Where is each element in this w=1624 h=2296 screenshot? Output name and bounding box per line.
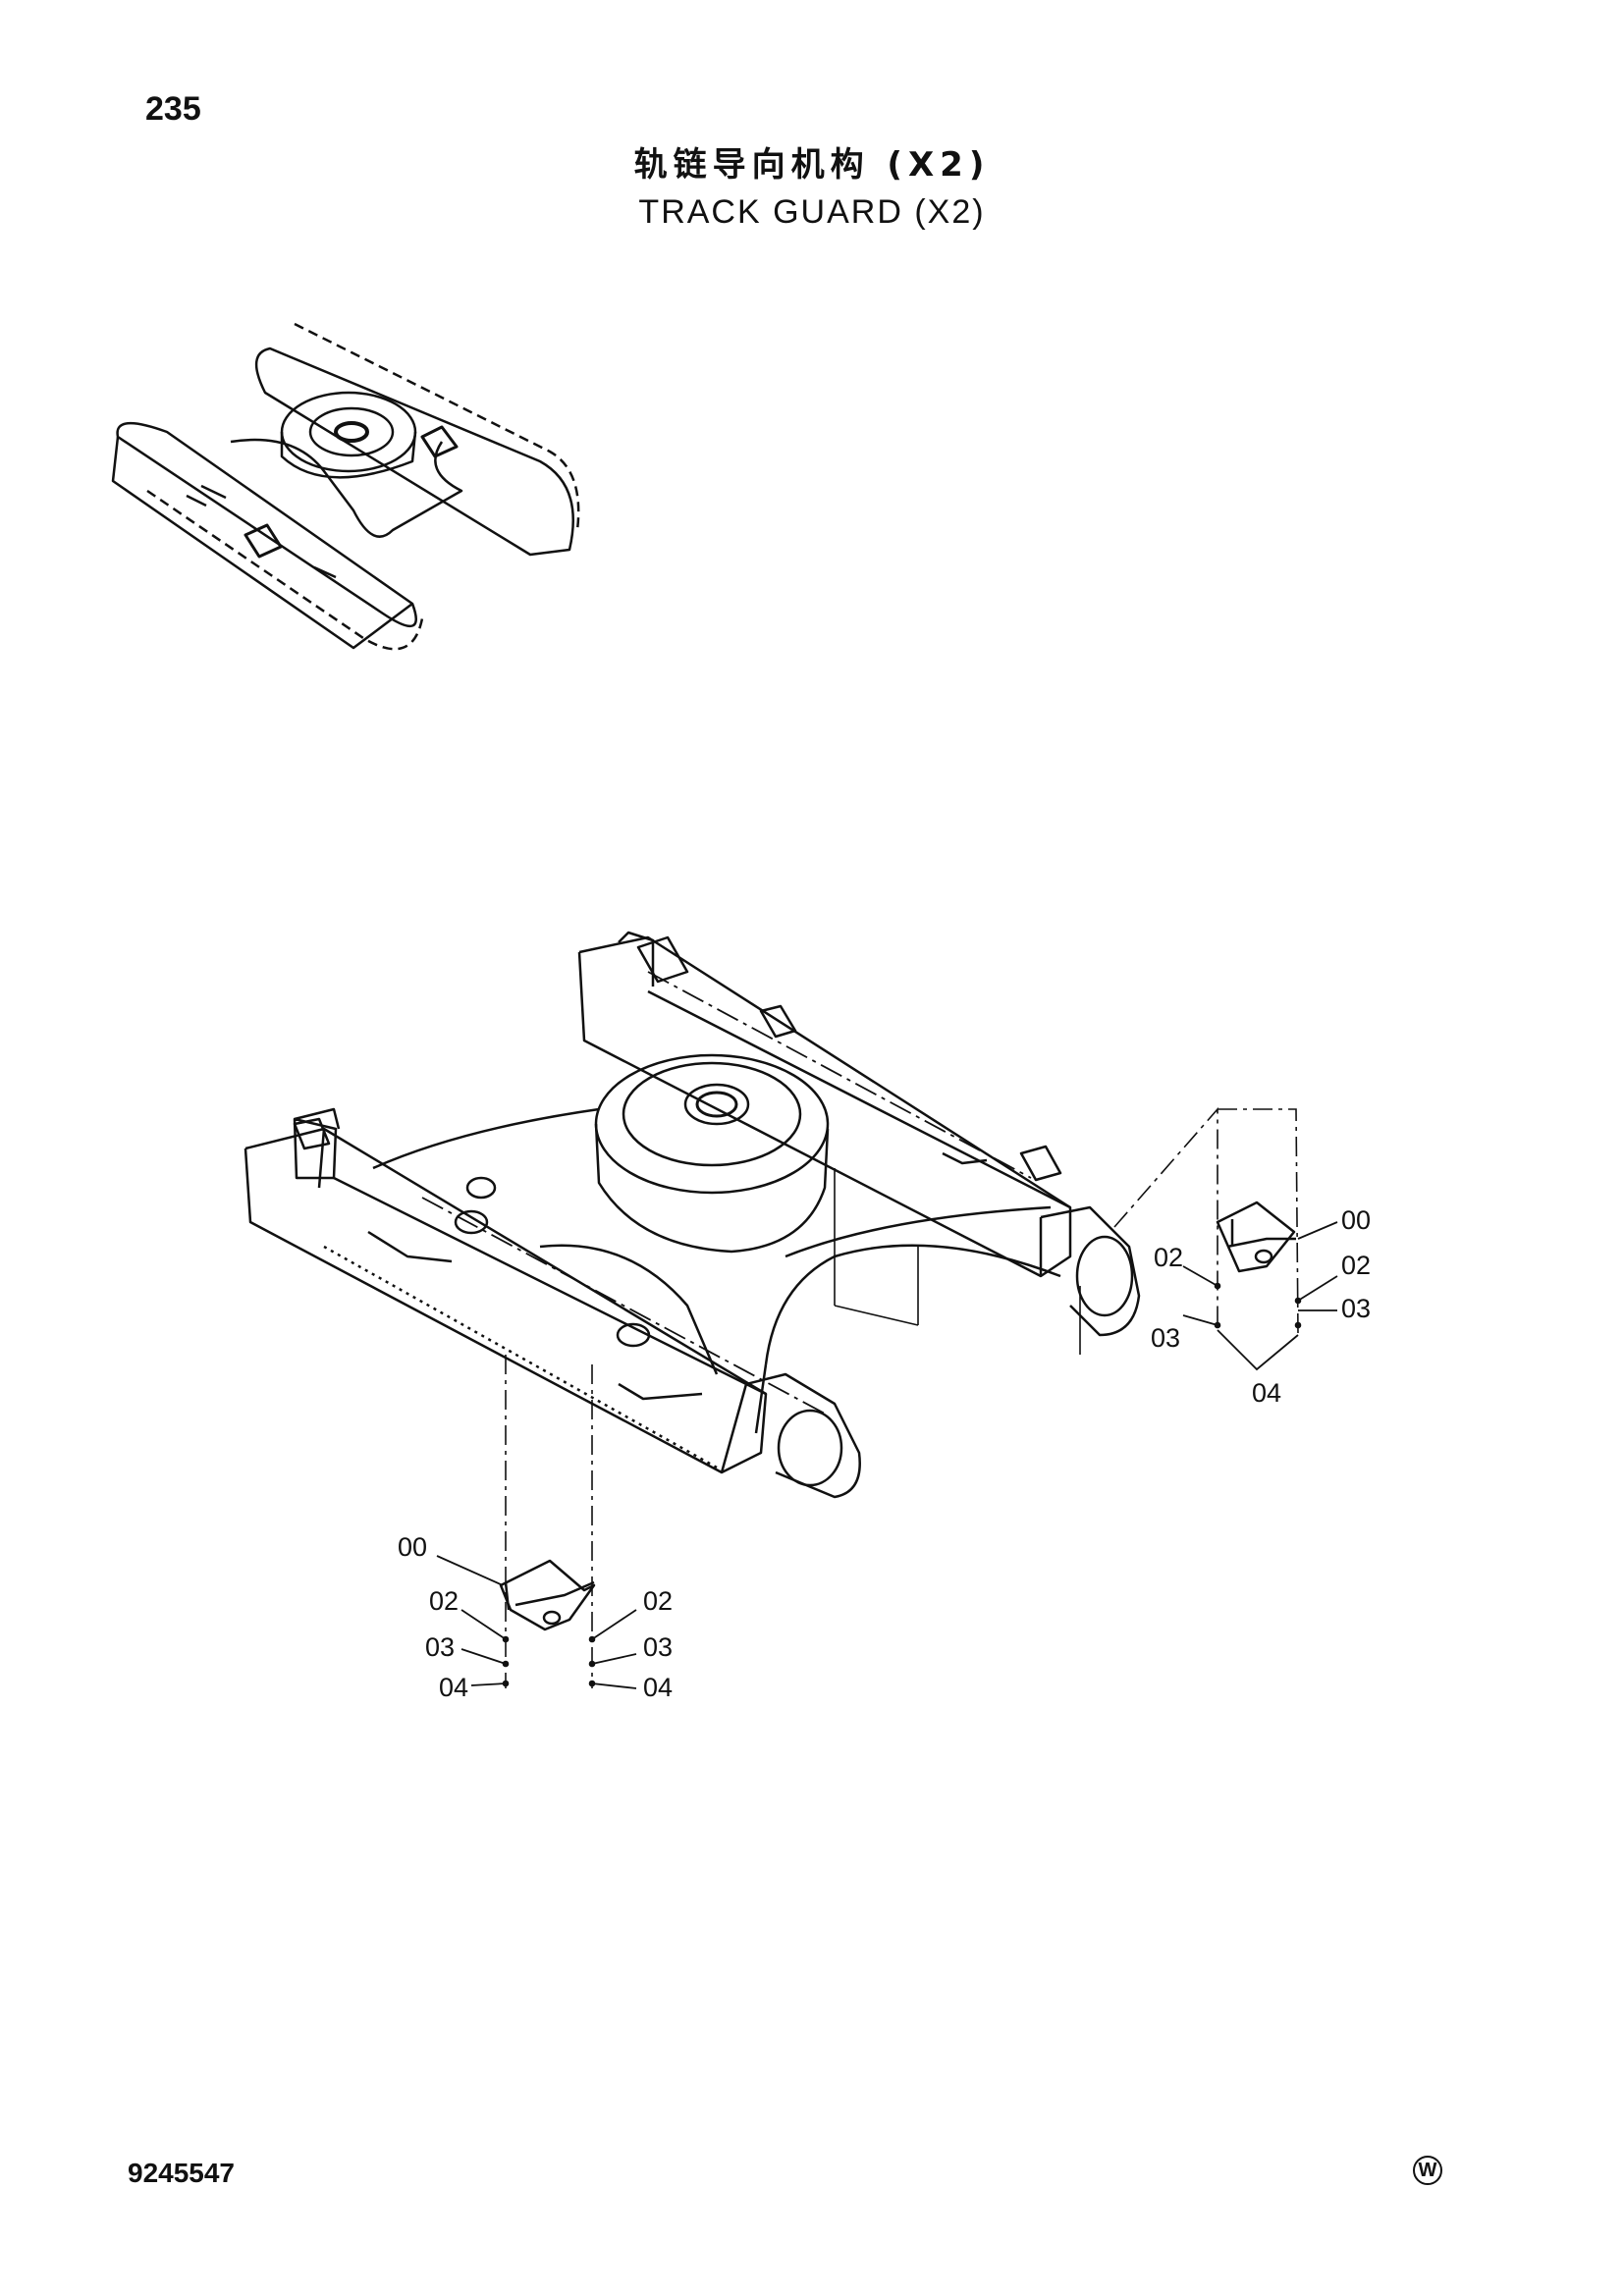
explosion-lines-left [502, 1355, 596, 1688]
callout-right-04: 04 [1252, 1378, 1281, 1408]
title-chinese: 轨链导向机构 (X2) [633, 145, 991, 185]
title-block: 轨链导向机构 (X2) TRACK GUARD (X2) [0, 137, 1624, 232]
track-guard-icon [499, 1559, 596, 1631]
callout-left-04: 04 [439, 1673, 468, 1702]
callout-right-02-a: 02 [1154, 1243, 1183, 1272]
callout-right-02-b: 02 [1341, 1251, 1371, 1280]
corner-mark-letter: W [1418, 2159, 1437, 2181]
callout-left-03: 03 [425, 1632, 455, 1662]
document-number: 9245547 [128, 2158, 236, 2188]
title-english: TRACK GUARD (X2) [638, 193, 986, 231]
callout-right-00: 00 [1341, 1205, 1371, 1235]
callout-labels: 00 02 02 03 03 04 00 02 03 04 02 03 04 [398, 1205, 1371, 1702]
callout-right-03-a: 03 [1341, 1294, 1371, 1323]
leader-lines [436, 1221, 1338, 1689]
callout-middle-03: 03 [643, 1632, 673, 1662]
circled-w-icon: W [1413, 2156, 1442, 2185]
callout-middle-04: 04 [643, 1673, 673, 1702]
track-frame-overview-icon [111, 322, 580, 651]
page-number: 235 [145, 90, 201, 128]
callout-middle-02: 02 [643, 1586, 673, 1616]
track-guard-icon [1216, 1201, 1296, 1273]
callout-right-03-b: 03 [1151, 1323, 1180, 1353]
callout-left-00: 00 [398, 1532, 427, 1562]
undercarriage-frame-icon [244, 931, 1141, 1499]
explosion-lines-right [1113, 1106, 1302, 1336]
callout-left-02: 02 [429, 1586, 459, 1616]
